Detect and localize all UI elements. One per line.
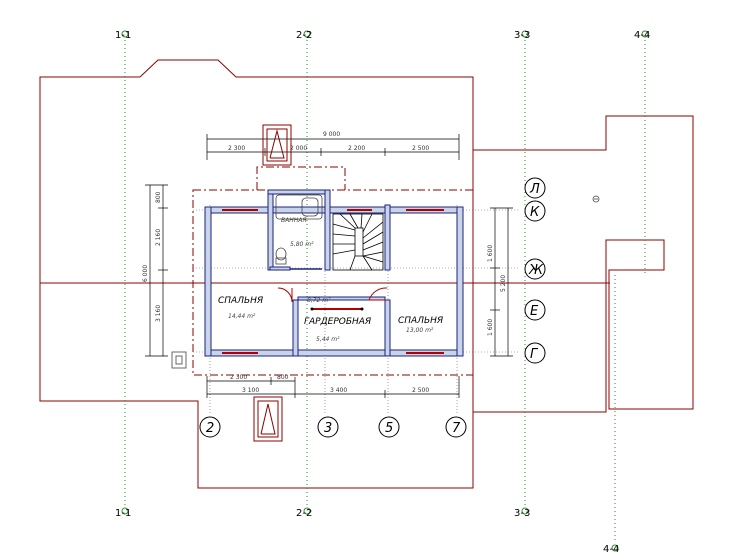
roof-outline [39,59,694,489]
dim-bottom-r2b: 3 400 [330,387,347,394]
dim-bottom-r2c: 2 500 [412,387,429,394]
dim-right-b: 1 600 [487,319,494,336]
dim-top-seg3: 2 200 [348,145,365,152]
wall-mid-cross [297,296,386,301]
wall-bath-bottom [269,266,291,271]
room-bath-area: 5,80 m² [290,241,314,248]
point-marker [592,195,600,203]
axis-label-K: К [530,205,540,220]
bathroom-fixtures [275,194,323,265]
vent-symbol [171,351,187,369]
dimensions-left [145,184,168,357]
doors [277,268,388,311]
wall-stair-right [384,204,391,271]
axis-bubble-G [524,342,546,364]
dim-left-a: 800 [155,191,162,203]
room-bedroom-left-name: СПАЛЬНЯ [218,296,263,306]
wall-mid-right [384,299,391,357]
walls [204,189,464,357]
axis-bubble-K [524,200,546,222]
axis-bubble-L [524,177,546,199]
wall-right [456,206,464,357]
dimensions-bottom [206,376,460,398]
wall-mid-left [292,299,299,357]
section-label-1-top: 1-1 [115,30,131,41]
room-wardrobe-area: 5,44 m² [316,336,340,343]
dim-top-overall: 9 000 [323,131,340,138]
section-label-4-bottom: 4-4 [603,544,619,554]
section-label-3-top: 3-3 [514,30,530,41]
axis-label-3: 3 [324,421,332,436]
wall-bath-top [267,189,331,195]
section-label-1-bottom: 1-1 [115,508,131,519]
roof-outline-main [39,59,474,489]
wall-bath-left [267,189,274,271]
dim-bottom-r1a: 2 300 [230,374,247,381]
dim-right-overall: 5 200 [500,275,507,292]
section-lines [124,40,646,540]
axis-bubbles-letters [524,177,546,364]
roof-window-bottom [253,396,283,442]
dim-bottom-r1b: 800 [277,374,289,381]
axis-bubbles-numbers [199,416,467,438]
axis-label-7: 7 [452,421,461,436]
windows [222,209,444,354]
dimensions-right [490,207,513,357]
axis-label-E: Е [530,304,539,319]
dim-top-seg4: 2 500 [412,145,429,152]
dim-right-a: 1 600 [487,245,494,262]
room-hall-area: 8,72 m² [307,297,331,304]
dashdot-frame [192,166,474,376]
axis-bubble-E [524,299,546,321]
axis-label-2: 2 [206,421,214,436]
axis-label-Zh: Ж [528,263,544,278]
axis-bubble-2 [199,416,221,438]
dim-left-overall: 6 000 [142,265,149,282]
dim-top-seg2: 2 000 [290,145,307,152]
axis-label-5: 5 [385,421,393,436]
toilet [275,247,287,261]
bathtub [275,194,323,220]
axis-bubble-Zh [524,258,546,280]
axis-bubble-7 [445,416,467,438]
section-markers [121,30,649,552]
dim-top-seg1: 2 300 [228,145,245,152]
axis-bubble-5 [378,416,400,438]
section-label-2-bottom: 2-2 [296,508,312,519]
room-bedroom-right-name: СПАЛЬНЯ [398,316,443,326]
section-label-2-top: 2-2 [296,30,312,41]
dim-bottom-r2a: 3 100 [242,387,259,394]
staircase [332,213,384,271]
dim-left-c: 3 160 [155,305,162,322]
axis-bubble-3 [317,416,339,438]
axis-label-G: Г [530,347,539,362]
section-label-3-bottom: 3-3 [514,508,530,519]
wall-stair-left [324,189,331,271]
dim-left-b: 2 160 [155,229,162,246]
dimensions-top [206,134,460,160]
section-label-4-top: 4-4 [634,30,650,41]
room-wardrobe-name: ГАРДЕРОБНАЯ [304,317,371,327]
roof-outline-right [473,115,694,413]
room-bedroom-right-area: 13,00 m² [406,327,434,334]
room-bath-name: ВАННАЯ [281,217,307,224]
room-bedroom-left-area: 14,44 m² [228,313,256,320]
axis-label-L: Л [529,182,540,197]
roof-window-top [262,124,292,166]
wall-left [204,206,212,357]
